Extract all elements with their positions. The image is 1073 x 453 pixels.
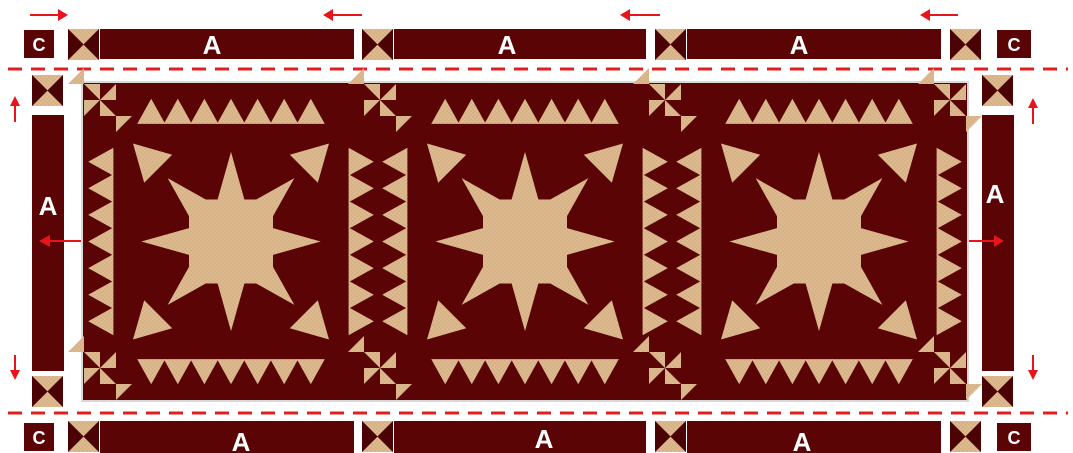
strip-label-top-1: A [203,30,222,60]
border-strip-a-bottom-1 [100,421,354,453]
strip-label-right: A [986,179,1005,209]
hourglass-unit [32,75,63,106]
corner-label-bottom-left: C [33,428,46,448]
strip-label-bottom-1: A [232,427,251,453]
border-strip-a-top-1 [100,29,354,59]
quilt-center-panel [68,68,982,401]
hourglass-unit [982,376,1013,407]
arrow-left-icon [920,9,958,21]
hourglass-unit [68,421,99,452]
cornerstone-triangle [68,68,84,84]
corner-label-top-left: C [33,35,46,55]
hourglass-unit [982,75,1013,106]
hourglass-unit [950,29,981,60]
strip-label-top-3: A [790,30,809,60]
hourglass-unit [362,421,393,452]
hourglass-unit [32,376,63,407]
border-strip-a-top-3 [687,29,941,59]
corner-label-bottom-right: C [1008,428,1021,448]
hourglass-unit [68,29,99,60]
strip-label-bottom-2: A [535,424,554,453]
hourglass-unit [655,29,686,60]
hourglass-unit [655,421,686,452]
arrow-right-icon [30,9,68,21]
strip-label-bottom-3: A [793,427,812,453]
arrow-left-icon [620,9,660,21]
border-strip-a-bottom-3 [687,421,941,453]
bottom-border-row: C A A A C [24,421,1031,453]
hourglass-unit [362,29,393,60]
border-strip-a-top-2 [394,29,646,59]
arrow-left-icon [323,9,362,21]
arrow-up-icon [1028,98,1038,124]
strip-label-top-2: A [498,30,517,60]
hourglass-unit [950,421,981,452]
arrow-down-icon [1028,355,1038,380]
arrow-up-icon [10,96,20,122]
arrow-down-icon [10,355,20,380]
strip-label-left: A [39,191,58,221]
top-border-row: C A A A C [24,29,1031,60]
top-direction-arrows [30,9,958,21]
corner-label-top-right: C [1008,35,1021,55]
border-strip-a-bottom-2 [394,421,646,453]
